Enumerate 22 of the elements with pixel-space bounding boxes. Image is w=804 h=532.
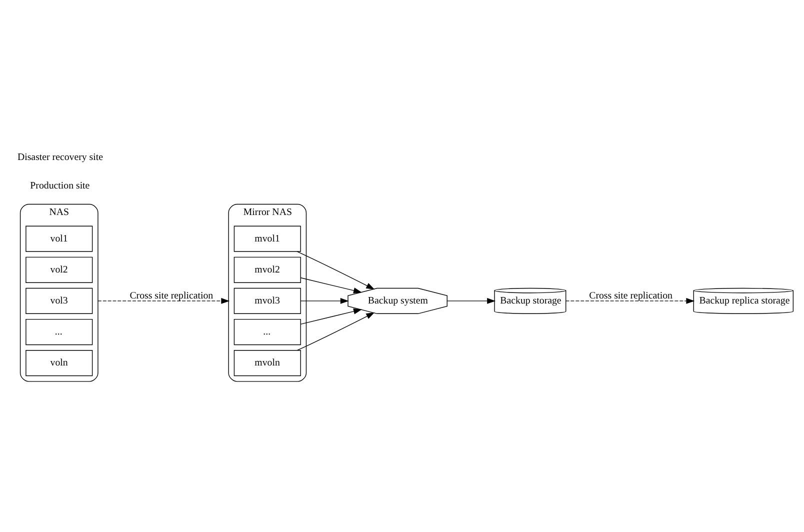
label: Disaster recovery site [16, 152, 103, 164]
arrow [300, 277, 362, 294]
arrow [296, 312, 374, 351]
node-box: ... [25, 318, 92, 346]
edge-label: Cross site replication [588, 290, 672, 302]
node-box: vol1 [25, 226, 92, 252]
arrow [296, 251, 374, 290]
node-box: mvol3 [233, 288, 300, 314]
arrow [446, 298, 496, 304]
label: Production site [30, 180, 90, 192]
node-box: mvoln [233, 350, 300, 376]
arrow [565, 298, 694, 304]
arrow [97, 298, 230, 304]
arrow [300, 308, 362, 325]
node-box: vol3 [25, 288, 92, 314]
node-box: vol2 [25, 256, 92, 283]
node-box: ... [233, 318, 300, 346]
node-box: mvol1 [233, 226, 300, 252]
edge-label: Cross site replication [129, 290, 213, 302]
node-box: voln [25, 350, 92, 376]
arrow [300, 298, 348, 304]
node-box: mvol2 [233, 256, 300, 283]
